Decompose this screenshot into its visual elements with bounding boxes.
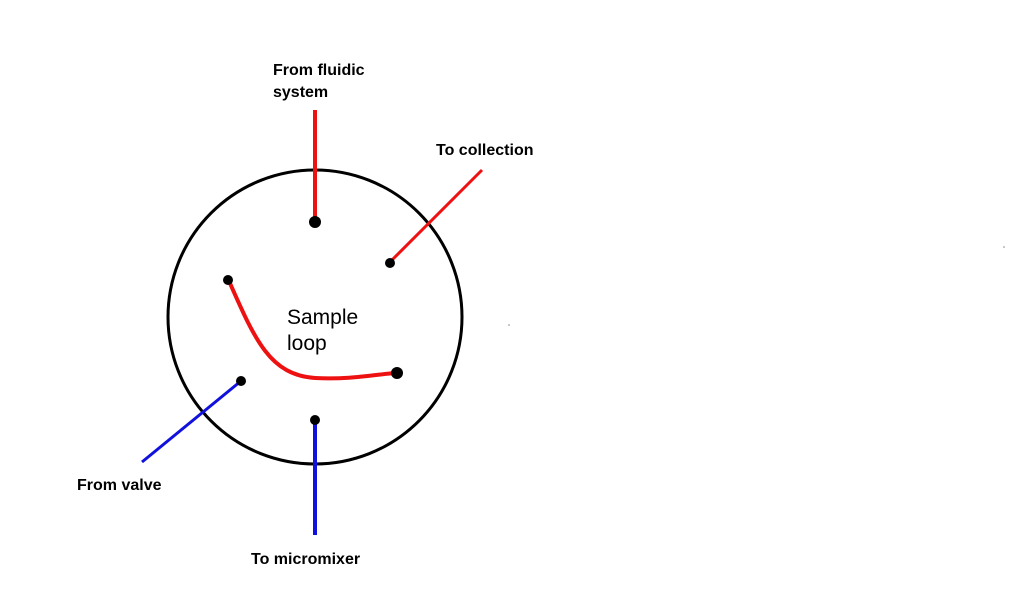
- to-micromixer-label: To micromixer: [251, 551, 360, 568]
- to-collection-label: To collection: [436, 142, 533, 159]
- sample-loop-label-line1: Sample: [287, 306, 358, 329]
- port-bottom-dot: [310, 415, 320, 425]
- sample-loop-label-line2: loop: [287, 332, 327, 355]
- port-lower-right-dot: [391, 367, 403, 379]
- port-top-dot: [309, 216, 321, 228]
- port-upper-right-dot: [385, 258, 395, 268]
- speck-dot: [508, 324, 510, 326]
- from-fluidic-label-line1: From fluidic: [273, 62, 365, 79]
- to-collection-line: [388, 168, 484, 264]
- from-valve-label: From valve: [77, 477, 162, 494]
- speck-dot: [1003, 246, 1005, 248]
- port-lower-left-dot: [236, 376, 246, 386]
- from-fluidic-label-line2: system: [273, 84, 328, 101]
- port-upper-left-dot: [223, 275, 233, 285]
- sample-loop-curve: [227, 280, 397, 381]
- from-valve-line: [141, 379, 242, 464]
